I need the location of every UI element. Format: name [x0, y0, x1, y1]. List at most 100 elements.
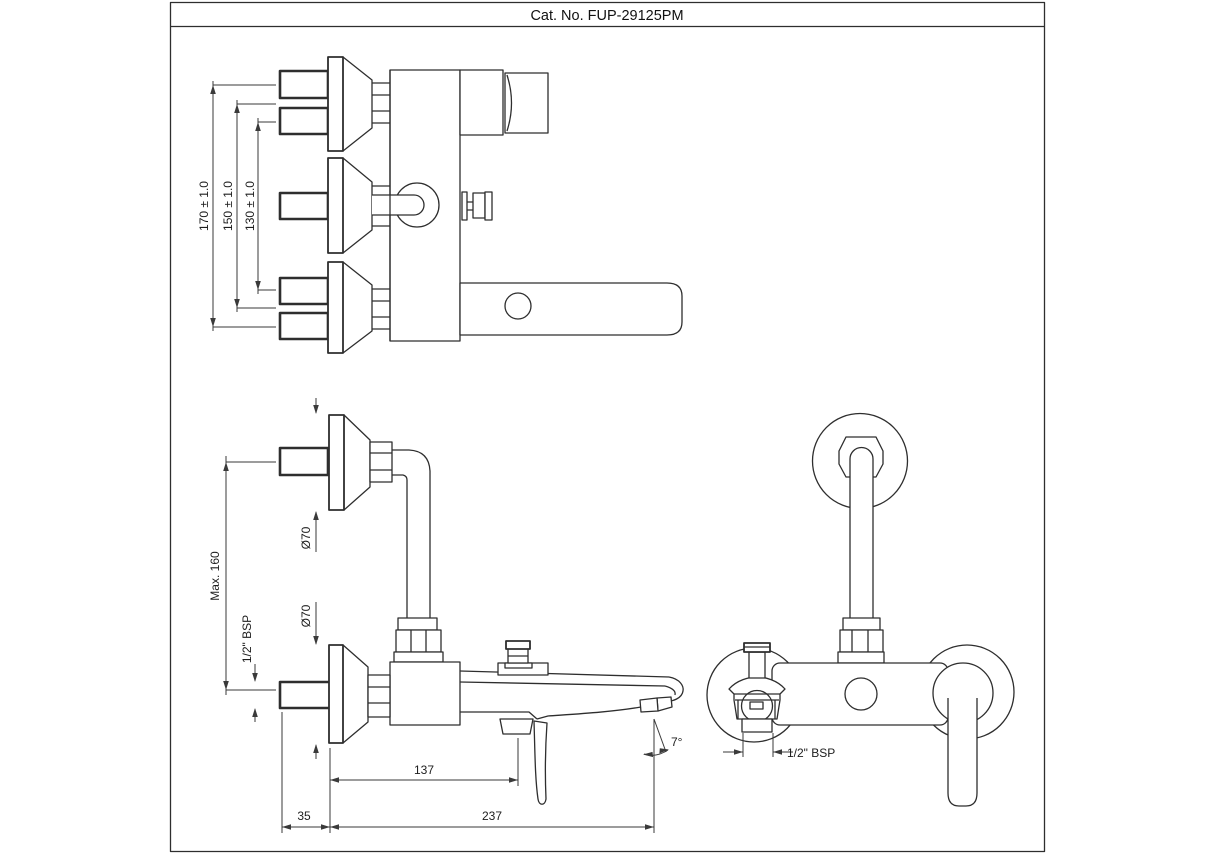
diverter-stem-lines: [467, 201, 473, 211]
handle-lever-side: [947, 698, 978, 807]
dim-dia70-upper-label: Ø70: [299, 526, 313, 549]
dim-max160: Max. 160: [208, 456, 276, 695]
dim-150: 150 ± 1.0: [221, 100, 276, 312]
dim-bsp-front: 1/2" BSP: [240, 615, 258, 722]
pipe-hex-nut: [839, 629, 884, 653]
dim-170-label: 170 ± 1.0: [197, 181, 211, 231]
mixer-body-front: [389, 661, 461, 726]
top-view: 170 ± 1.0 150 ± 1.0 130 ± 1.0: [197, 56, 683, 354]
dim-dia70-lower-label: Ø70: [299, 604, 313, 627]
union-steps: [372, 82, 390, 124]
spout-cup-sides: [737, 700, 776, 719]
front-view: Max. 160 Ø70 Ø70 1/2" BSP: [208, 398, 684, 833]
handle-lever: [533, 720, 548, 805]
spout-plan: [459, 69, 549, 136]
dim-bsp-front-label: 1/2" BSP: [240, 615, 254, 663]
flange-cone: [342, 261, 373, 354]
diverter-body: [472, 192, 486, 219]
riser-pipe-front: [392, 449, 444, 663]
dim-dia70-upper: Ø70: [299, 398, 319, 552]
wall-flange-plate: [328, 644, 344, 744]
pipe-collar-top: [842, 617, 881, 631]
spout-tip: [664, 676, 684, 702]
inlet-lower-plan: [278, 261, 390, 354]
pipe-hex-nut: [395, 629, 442, 653]
inlet-middle-plan: [278, 157, 390, 254]
dim-dia70-lower: Ø70: [299, 602, 319, 759]
flange-cone: [342, 157, 373, 254]
diverter-front: [497, 640, 549, 676]
dim-137-label: 137: [414, 763, 434, 777]
u-tube: [372, 194, 425, 216]
inlet-stub: [278, 311, 330, 341]
union-steps: [370, 452, 392, 471]
spout-base: [741, 718, 773, 733]
handle-plan: [459, 282, 683, 336]
spout-tip-inner: [664, 685, 676, 696]
dim-237-label: 237: [482, 809, 502, 823]
flange-cone: [342, 644, 369, 744]
flange-cone: [342, 56, 373, 152]
pipe-collar-bottom: [393, 651, 444, 663]
union-steps: [372, 185, 390, 227]
spout-mid-line: [459, 681, 666, 687]
wall-flange-plate: [327, 56, 344, 152]
riser-pipe-side: [849, 446, 874, 630]
wall-flange-plate: [328, 414, 345, 511]
diverter-cap: [505, 640, 531, 650]
hex-faces: [410, 630, 427, 652]
dim-angle-label: 7°: [671, 735, 683, 749]
handle-front: [499, 718, 548, 805]
inlet-stub: [278, 191, 330, 221]
pipe-inner: [392, 474, 408, 618]
side-view: 1/2" BSP: [706, 412, 1015, 807]
dim-170: 170 ± 1.0: [197, 81, 276, 331]
inlet-stub: [278, 106, 330, 136]
diverter-side: [743, 642, 771, 679]
dim-bsp-side: 1/2" BSP: [723, 733, 835, 760]
dim-max160-label: Max. 160: [208, 551, 222, 601]
drawing-frame: Cat. No. FUP-29125PM: [169, 1, 1046, 853]
pipe-collar-top: [397, 617, 438, 631]
hex-faces: [851, 630, 869, 652]
dim-137: 137: [330, 738, 519, 786]
inlet-stub: [278, 680, 332, 710]
spout-sleeve: [504, 72, 549, 134]
diverter-cap: [484, 191, 493, 221]
diverter-stem: [748, 651, 766, 679]
pipe-outer: [392, 449, 431, 618]
spout-under-near-body: [460, 711, 538, 720]
pipe-collar-bottom: [837, 651, 885, 664]
body-center-hole: [844, 677, 878, 711]
inlet-upper-plan: [278, 56, 390, 152]
union-nut: [369, 441, 393, 483]
spout-underside: [536, 706, 642, 720]
union-steps: [372, 288, 390, 330]
dim-angle-7: 7°: [643, 718, 683, 758]
diverter-plate: [461, 191, 468, 221]
wall-flange-plate: [327, 157, 344, 254]
handle-hole: [504, 292, 532, 320]
handle-outline: [459, 282, 683, 336]
aerator-tab: [749, 701, 764, 710]
dim-130-label: 130 ± 1.0: [243, 181, 257, 231]
inlet-stub: [278, 446, 330, 477]
union-steps: [368, 686, 390, 704]
inlet-stub: [278, 276, 330, 306]
spout-top-line: [459, 670, 670, 678]
diverter-flange: [504, 662, 533, 669]
handle-base: [499, 718, 534, 735]
spout-end-arc: [506, 74, 513, 132]
wall-flange-plate: [327, 261, 344, 354]
border-rect: [169, 1, 1046, 853]
flange-cone: [343, 414, 371, 511]
union-nut: [367, 674, 391, 718]
mixer-body-side: [771, 662, 949, 726]
catalog-number-title: Cat. No. FUP-29125PM: [530, 8, 683, 24]
spout-front: [459, 670, 684, 720]
diverter-plan: [461, 191, 493, 221]
dim-35-label: 35: [297, 809, 311, 823]
aerator-block: [656, 696, 673, 712]
